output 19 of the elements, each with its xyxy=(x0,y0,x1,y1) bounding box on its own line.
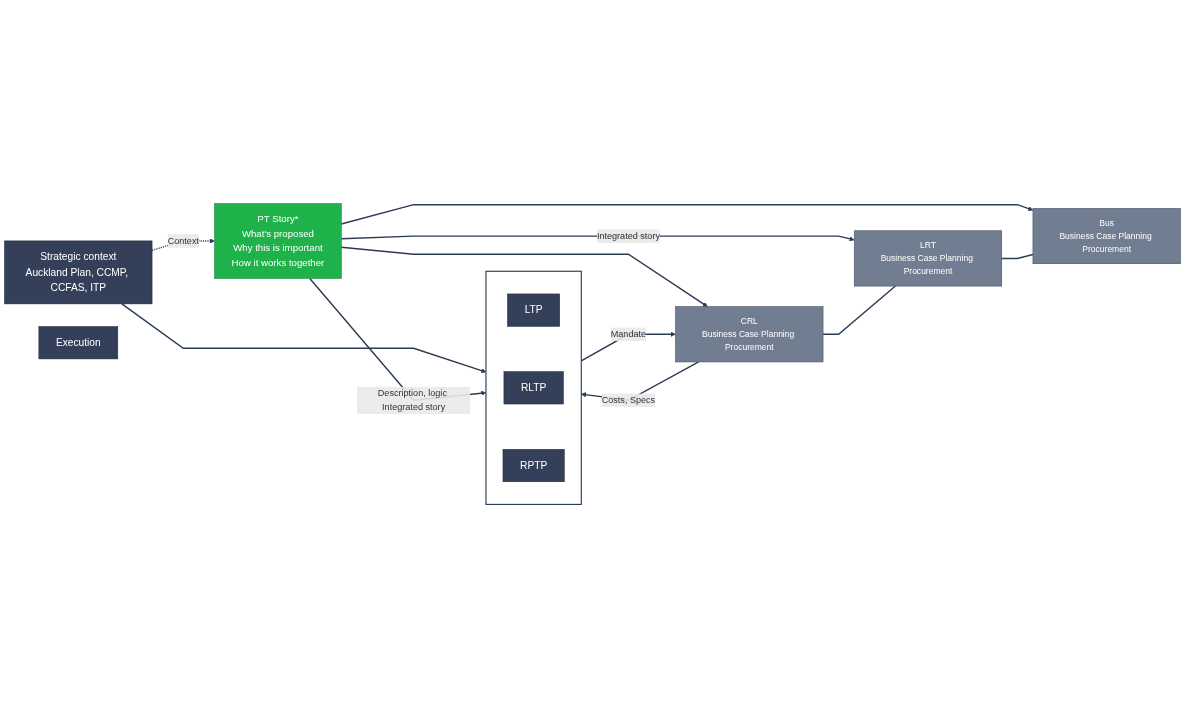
node-box: RLTP xyxy=(503,370,564,404)
edge-label: Costs, Specs xyxy=(601,394,656,405)
node-box: LRT Business Case Planning Procurement xyxy=(853,230,1003,286)
arrow xyxy=(340,246,708,307)
connector xyxy=(1001,253,1034,259)
edge-label: Mandate xyxy=(610,328,647,339)
connector xyxy=(822,284,897,335)
node-box: RPTP xyxy=(502,448,565,482)
node-box: LTP xyxy=(507,293,560,327)
node-box: PT Story* What's proposed Why this is important How it works together xyxy=(214,202,342,279)
node-box: CRL Business Case Planning Procurement xyxy=(675,305,824,362)
arrow xyxy=(340,203,1034,225)
edge-label: Description, logic Integrated story xyxy=(377,387,447,412)
cluster xyxy=(485,270,582,505)
node-box: Execution xyxy=(38,325,119,359)
node-box: Bus Business Case Planning Procurement xyxy=(1032,207,1181,264)
node-box: Strategic context Auckland Plan, CCMP, CCFAS, ITP xyxy=(4,240,153,304)
edge-label: Context xyxy=(167,235,199,246)
edge-label: Integrated story xyxy=(596,230,660,241)
